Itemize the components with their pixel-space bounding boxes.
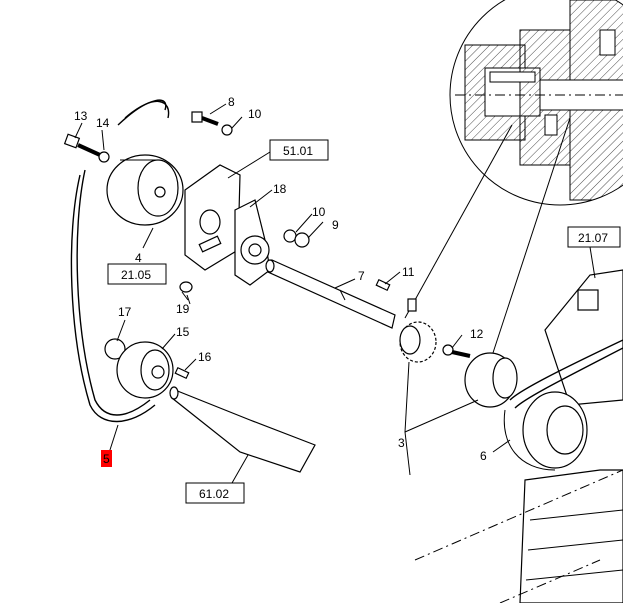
pin	[407, 298, 417, 312]
shaft-7	[265, 259, 396, 329]
callout-17: 17	[118, 305, 132, 319]
ref-label-21-05: 21.05	[121, 268, 151, 282]
ref-box-21-05	[107, 263, 167, 285]
ref-box-51-01	[269, 139, 329, 161]
dashed-line-2	[499, 559, 601, 603]
detail-inset	[449, 0, 623, 206]
washer-10-a	[221, 124, 233, 136]
shaft-61-02	[169, 386, 316, 473]
dashed-line-1	[414, 469, 623, 561]
callout-19: 19	[176, 302, 190, 316]
pulley-3	[464, 352, 518, 408]
engine-assembly	[503, 269, 623, 603]
callout-5-highlight	[101, 450, 112, 467]
reference-boxes: 51.01 21.05 21.07 61.02	[107, 139, 621, 504]
callout-15: 15	[176, 325, 190, 339]
callout-12: 12	[470, 327, 484, 341]
callout-6: 6	[480, 449, 487, 463]
callout-3: 3	[398, 436, 405, 450]
gear-3	[399, 321, 437, 363]
ref-label-61-02: 61.02	[199, 487, 229, 501]
ref-label-21-07: 21.07	[578, 231, 608, 245]
callout-13: 13	[74, 109, 88, 123]
callout-9: 9	[332, 218, 339, 232]
washer-14	[98, 151, 110, 163]
callout-7: 7	[358, 269, 365, 283]
bolt-13	[63, 133, 101, 157]
ref-box-21-07	[567, 226, 621, 248]
detail-circle	[449, 0, 623, 206]
leader-inset-a	[404, 124, 513, 319]
callout-16: 16	[198, 350, 212, 364]
callout-10a: 10	[248, 107, 262, 121]
screw-19	[179, 281, 193, 301]
leader-inset-b	[489, 117, 571, 363]
bolt-12	[442, 344, 471, 358]
nut-9	[294, 232, 310, 248]
key-11	[375, 278, 391, 292]
washer-17	[104, 338, 126, 360]
callout-10b: 10	[312, 205, 326, 219]
pulley-15	[116, 341, 174, 399]
bolt-8	[191, 111, 219, 126]
ref-label-51-01: 51.01	[283, 144, 313, 158]
washer-10-b	[283, 229, 297, 243]
callout-8: 8	[228, 95, 235, 109]
callout-5: 5	[103, 452, 110, 466]
leader-lines	[74, 103, 596, 484]
key-16	[174, 366, 190, 380]
callouts: 13 14 8 10 4 18 10 9 7 11 19 17 15 16 12…	[74, 95, 487, 467]
callout-11: 11	[402, 265, 415, 279]
callout-14: 14	[96, 116, 110, 130]
callout-4: 4	[135, 251, 142, 265]
pulley-4	[106, 154, 184, 226]
callout-18: 18	[273, 182, 287, 196]
ref-box-61-02	[185, 482, 245, 504]
